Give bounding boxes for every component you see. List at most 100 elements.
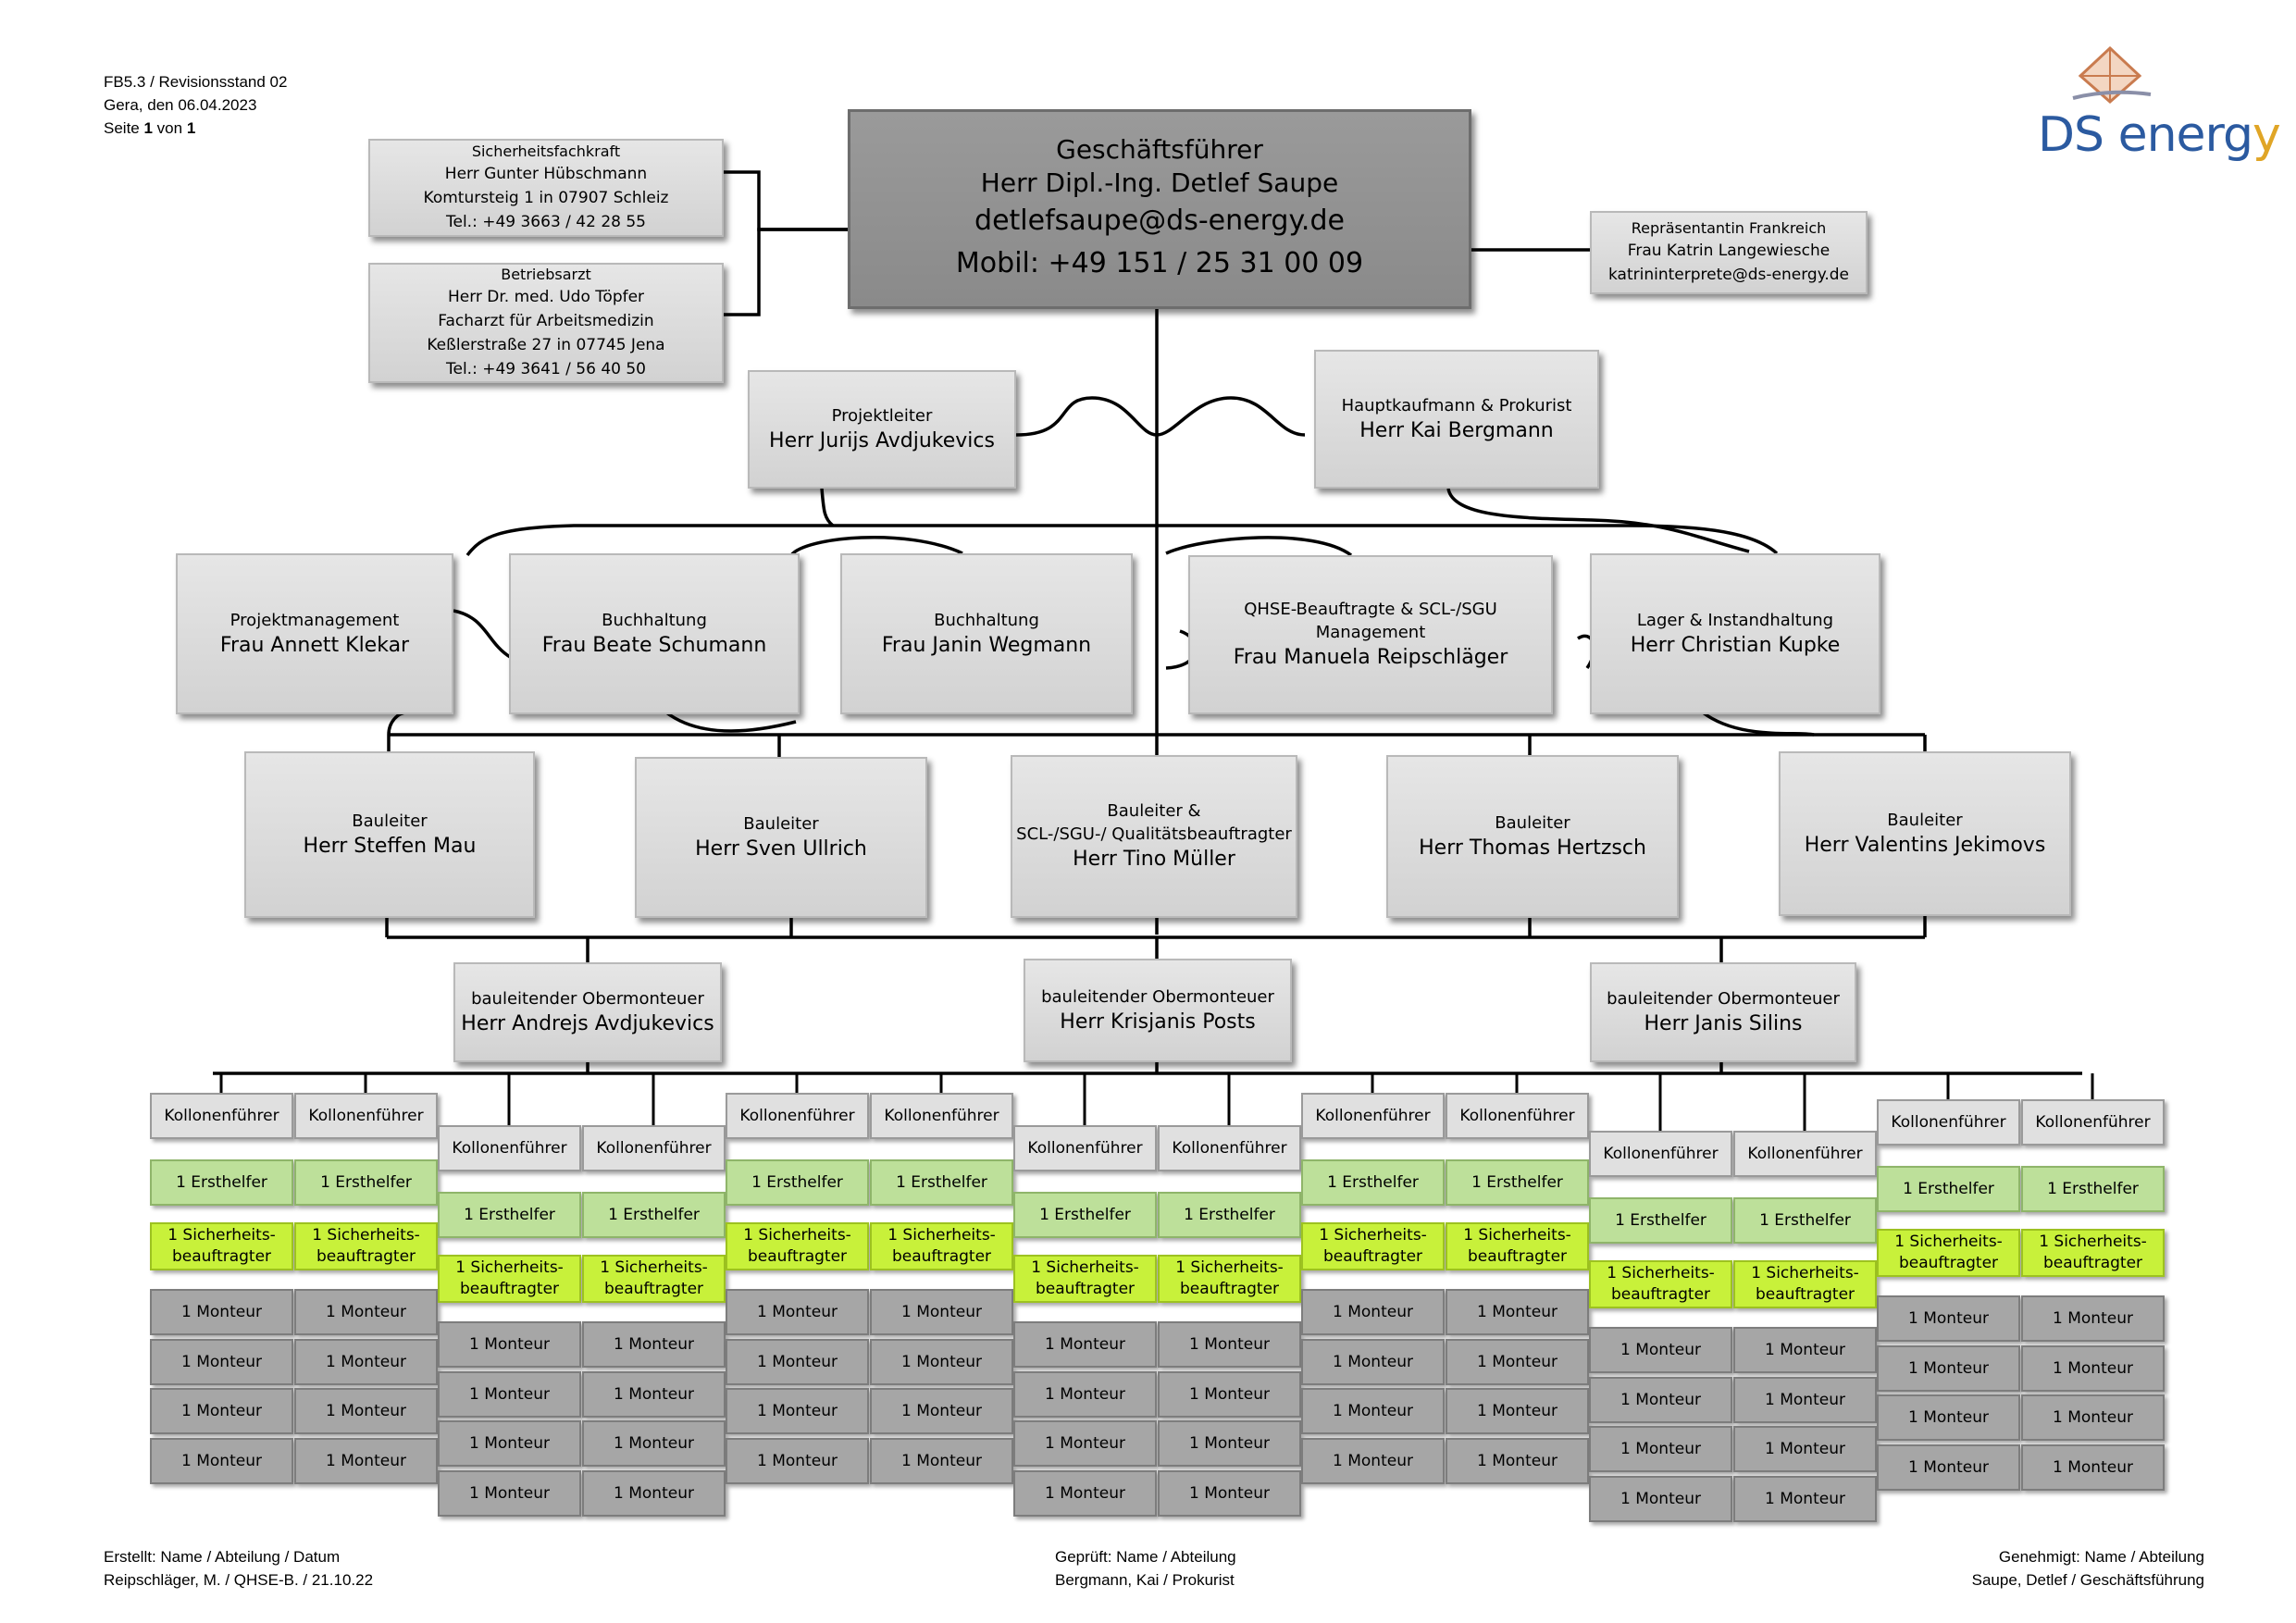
monteur-cell: 1 Monteur [1733, 1377, 1877, 1423]
monteur-cell: 1 Monteur [438, 1470, 581, 1517]
monteur-cell: 1 Monteur [582, 1420, 726, 1467]
monteur-cell: 1 Monteur [1446, 1339, 1589, 1385]
monteur-cell: 1 Monteur [1301, 1339, 1445, 1385]
ersthelfer-cell: 1 Ersthelfer [294, 1159, 438, 1206]
monteur-cell: 1 Monteur [726, 1438, 869, 1484]
sicherheitsbeauftragter-cell: 1 Sicherheits-beauftragter [1733, 1260, 1877, 1308]
foreman-box-1: bauleitender Obermonteuer Herr Andrejs A… [453, 962, 722, 1062]
ersthelfer-cell: 1 Ersthelfer [1446, 1159, 1589, 1206]
monteur-cell: 1 Monteur [150, 1289, 293, 1335]
monteur-cell: 1 Monteur [1301, 1438, 1445, 1484]
monteur-cell: 1 Monteur [1733, 1327, 1877, 1373]
monteur-cell: 1 Monteur [726, 1388, 869, 1434]
site-manager-box-3: Bauleiter & SCL-/SGU-/ Qualitätsbeauftra… [1011, 755, 1297, 918]
sicherheitsbeauftragter-cell: 1 Sicherheits-beauftragter [1446, 1222, 1589, 1270]
ceo-title: Geschäftsführer [1056, 134, 1263, 165]
ersthelfer-cell: 1 Ersthelfer [1877, 1166, 2020, 1212]
monteur-cell: 1 Monteur [2021, 1295, 2165, 1342]
ersthelfer-cell: 1 Ersthelfer [726, 1159, 869, 1206]
monteur-cell: 1 Monteur [294, 1339, 438, 1385]
kolonnenfuehrer-cell: Kollonenführer [438, 1125, 581, 1171]
kolonnenfuehrer-cell: Kollonenführer [1013, 1125, 1157, 1171]
doc-id: FB5.3 / Revisionsstand 02 [104, 73, 288, 91]
sicherheitsbeauftragter-cell: 1 Sicherheits-beauftragter [438, 1255, 581, 1303]
site-manager-box-4: Bauleiter Herr Thomas Hertzsch [1386, 755, 1679, 918]
monteur-cell: 1 Monteur [2021, 1345, 2165, 1392]
footer-created: Erstellt: Name / Abteilung / Datum Reips… [104, 1548, 374, 1589]
monteur-cell: 1 Monteur [1589, 1327, 1732, 1373]
doc-date: Gera, den 06.04.2023 [104, 96, 257, 114]
site-manager-box-1: Bauleiter Herr Steffen Mau [244, 751, 535, 918]
monteur-cell: 1 Monteur [1158, 1420, 1301, 1467]
head-merchant-box: Hauptkaufmann & Prokurist Herr Kai Bergm… [1314, 350, 1599, 489]
ersthelfer-cell: 1 Ersthelfer [1013, 1192, 1157, 1238]
ceo-email: detlefsaupe@ds-energy.de [974, 204, 1345, 237]
document-header: FB5.3 / Revisionsstand 02 Gera, den 06.0… [104, 70, 287, 140]
ersthelfer-cell: 1 Ersthelfer [438, 1192, 581, 1238]
monteur-cell: 1 Monteur [1589, 1377, 1732, 1423]
sicherheitsbeauftragter-cell: 1 Sicherheits-beauftragter [582, 1255, 726, 1303]
site-manager-box-2: Bauleiter Herr Sven Ullrich [635, 757, 927, 918]
logo-wordmark: DS energy [2038, 107, 2281, 163]
ersthelfer-cell: 1 Ersthelfer [1589, 1197, 1732, 1244]
kolonnenfuehrer-cell: Kollonenführer [150, 1093, 293, 1139]
monteur-cell: 1 Monteur [1589, 1426, 1732, 1472]
monteur-cell: 1 Monteur [294, 1438, 438, 1484]
page-indicator: Seite 1 von 1 [104, 119, 196, 137]
monteur-cell: 1 Monteur [438, 1321, 581, 1368]
monteur-cell: 1 Monteur [1733, 1476, 1877, 1522]
foreman-box-2: bauleitender Obermonteuer Herr Krisjanis… [1024, 959, 1292, 1062]
monteur-cell: 1 Monteur [294, 1388, 438, 1434]
accounting-box-1: Buchhaltung Frau Beate Schumann [509, 553, 800, 714]
footer-checked: Geprüft: Name / Abteilung Bergmann, Kai … [1055, 1548, 1236, 1589]
kolonnenfuehrer-cell: Kollonenführer [1446, 1093, 1589, 1139]
kolonnenfuehrer-cell: Kollonenführer [870, 1093, 1013, 1139]
monteur-cell: 1 Monteur [1013, 1371, 1157, 1418]
monteur-cell: 1 Monteur [1446, 1388, 1589, 1434]
ersthelfer-cell: 1 Ersthelfer [1301, 1159, 1445, 1206]
monteur-cell: 1 Monteur [582, 1321, 726, 1368]
kolonnenfuehrer-cell: Kollonenführer [1877, 1099, 2020, 1146]
foreman-box-3: bauleitender Obermonteuer Herr Janis Sil… [1590, 962, 1856, 1062]
monteur-cell: 1 Monteur [1013, 1321, 1157, 1368]
monteur-cell: 1 Monteur [582, 1371, 726, 1418]
accounting-box-2: Buchhaltung Frau Janin Wegmann [840, 553, 1133, 714]
sicherheitsbeauftragter-cell: 1 Sicherheits-beauftragter [2021, 1229, 2165, 1277]
monteur-cell: 1 Monteur [2021, 1444, 2165, 1491]
monteur-cell: 1 Monteur [870, 1388, 1013, 1434]
monteur-cell: 1 Monteur [1877, 1394, 2020, 1441]
monteur-cell: 1 Monteur [1301, 1388, 1445, 1434]
monteur-cell: 1 Monteur [150, 1438, 293, 1484]
sicherheitsbeauftragter-cell: 1 Sicherheits-beauftragter [1301, 1222, 1445, 1270]
ersthelfer-cell: 1 Ersthelfer [582, 1192, 726, 1238]
kolonnenfuehrer-cell: Kollonenführer [1733, 1131, 1877, 1177]
sicherheitsbeauftragter-cell: 1 Sicherheits-beauftragter [726, 1222, 869, 1270]
monteur-cell: 1 Monteur [1877, 1444, 2020, 1491]
monteur-cell: 1 Monteur [438, 1371, 581, 1418]
monteur-cell: 1 Monteur [1158, 1321, 1301, 1368]
monteur-cell: 1 Monteur [1446, 1289, 1589, 1335]
monteur-cell: 1 Monteur [1013, 1470, 1157, 1517]
sicherheitsbeauftragter-cell: 1 Sicherheits-beauftragter [870, 1222, 1013, 1270]
monteur-cell: 1 Monteur [1877, 1345, 2020, 1392]
monteur-cell: 1 Monteur [870, 1339, 1013, 1385]
safety-officer-box: Sicherheitsfachkraft Herr Gunter Hübschm… [368, 139, 724, 237]
monteur-cell: 1 Monteur [1877, 1295, 2020, 1342]
ersthelfer-cell: 1 Ersthelfer [870, 1159, 1013, 1206]
ersthelfer-cell: 1 Ersthelfer [1158, 1192, 1301, 1238]
monteur-cell: 1 Monteur [1446, 1438, 1589, 1484]
sicherheitsbeauftragter-cell: 1 Sicherheits-beauftragter [1158, 1255, 1301, 1303]
footer-approved: Genehmigt: Name / Abteilung Saupe, Detle… [1971, 1548, 2204, 1589]
warehouse-box: Lager & Instandhaltung Herr Christian Ku… [1590, 553, 1880, 714]
ceo-box: Geschäftsführer Herr Dipl.-Ing. Detlef S… [848, 109, 1471, 309]
qhse-box: QHSE-Beauftragte & SCL-/SGU Management F… [1188, 555, 1553, 714]
monteur-cell: 1 Monteur [294, 1289, 438, 1335]
monteur-cell: 1 Monteur [1158, 1470, 1301, 1517]
monteur-cell: 1 Monteur [870, 1438, 1013, 1484]
monteur-cell: 1 Monteur [726, 1339, 869, 1385]
company-logo: DS energy [2036, 41, 2281, 163]
monteur-cell: 1 Monteur [870, 1289, 1013, 1335]
logo-mark-icon [2072, 45, 2152, 104]
ersthelfer-cell: 1 Ersthelfer [2021, 1166, 2165, 1212]
